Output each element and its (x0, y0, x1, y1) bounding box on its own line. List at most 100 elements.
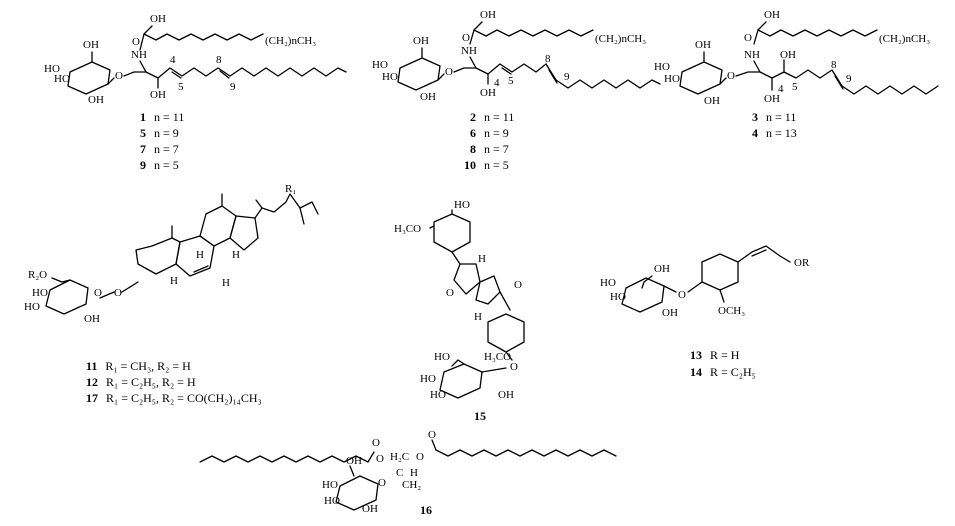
svg-text:1n = 11: 1n = 11 (140, 110, 184, 124)
acyl-chain-label: (CH₂)nCH₃ (879, 33, 930, 45)
sphingoid-chain (453, 63, 661, 89)
ester-o-label-2: O (416, 451, 424, 463)
svg-text:14R = C₂H₅: 14R = C₂H₅ (690, 365, 756, 379)
position-9: 9 (564, 71, 570, 83)
furan-ring-2 (475, 275, 501, 305)
ho-label: HO (32, 287, 48, 299)
svg-text:16: 16 (420, 503, 432, 517)
svg-text:3n = 11: 3n = 11 (752, 110, 796, 124)
lignan-glucoside-caption: 15 (474, 409, 486, 423)
glucose-ring (67, 61, 111, 95)
ho-label: HO (600, 277, 616, 289)
furan-o-label-1: O (446, 287, 454, 299)
nh-label: NH (461, 45, 477, 57)
side-chain (254, 193, 319, 219)
acyl-chain-left (199, 455, 369, 463)
acyl-chain-label: (CH₂)nCH₃ (595, 33, 646, 45)
carbonyl-o-label-1: O (372, 437, 380, 449)
svg-text:9n = 5: 9n = 5 (140, 158, 179, 172)
sugar-ho-label: HO (44, 63, 60, 75)
or-label: OR (794, 257, 810, 269)
ch2-label: CH₂ (402, 479, 421, 491)
methoxy-label-1: H₃CO (394, 223, 421, 235)
oh-label: OH (480, 9, 496, 21)
phytosphingoid-chain (735, 69, 939, 95)
ring-o-label: O (94, 287, 102, 299)
sphingoid-chain (123, 67, 347, 79)
carbonyl-o-label-2: O (428, 429, 436, 441)
oh-label: OH (346, 455, 362, 467)
position-9: 9 (846, 73, 852, 85)
sugar-ho-label-2: HO (382, 71, 398, 83)
acyl-chain-right (435, 449, 617, 457)
sugar-ho-label: HO (654, 61, 670, 73)
ho-label-2: HO (24, 301, 40, 313)
position-5: 5 (178, 81, 184, 93)
ho-label-2: HO (610, 291, 626, 303)
h-label: H (410, 467, 418, 479)
oh-label: OH (84, 313, 100, 325)
position-4: 4 (170, 54, 176, 66)
glycosidic-o-label: O (445, 66, 453, 78)
ho-label: HO (454, 199, 470, 211)
carbonyl-o-label: O (462, 32, 470, 44)
c-label: C (396, 467, 403, 479)
aryl-o-label: O (510, 361, 518, 373)
glucose-ring (45, 279, 89, 315)
oh-label: OH (654, 263, 670, 275)
sugar-oh-label: OH (83, 39, 99, 51)
h-label-17: H (222, 277, 230, 289)
r2o-label: R₂O (28, 269, 47, 281)
ring-b (175, 235, 215, 277)
methoxy-label-2: H₃CO (484, 351, 511, 363)
position-4: 4 (494, 77, 500, 89)
oh-label-2: OH (662, 307, 678, 319)
position-8: 8 (545, 53, 551, 65)
cerebroside-3-structure: OH (CH₂)nCH₃ O NH OH HO HO OH O OH OH 4 … (654, 9, 939, 107)
sugar-ho-label: HO (372, 59, 388, 71)
furan-ring-1 (453, 263, 481, 295)
aryl-ring (701, 253, 739, 291)
c3-oh-label: OH (150, 89, 166, 101)
sugar-oh-label: OH (413, 35, 429, 47)
h2c-label: H₂C (390, 451, 409, 463)
glycerolipid-caption: 16 (420, 503, 432, 517)
ho-label-2: HO (434, 351, 450, 363)
svg-text:7n = 7: 7n = 7 (140, 142, 179, 156)
oh-label: OH (764, 9, 780, 21)
sugar-oh-label-3: OH (704, 95, 720, 107)
svg-text:2n = 11: 2n = 11 (470, 110, 514, 124)
sugar-ho-label-2: HO (664, 73, 680, 85)
ring-a (135, 237, 181, 275)
glucose-ring (439, 363, 483, 399)
oh-label: OH (498, 389, 514, 401)
galactose-ring (335, 475, 379, 511)
glycosidic-o-label: O (727, 70, 735, 82)
oh-label-2: OH (362, 503, 378, 515)
c3-oh-label: OH (480, 87, 496, 99)
svg-text:6n = 9: 6n = 9 (470, 126, 509, 140)
glycerolipid-structure: O O H₂C O O C H O CH₂ OH HO HO OH (199, 429, 617, 515)
ether-o-label: O (378, 477, 386, 489)
sugar-oh-label-3: OH (88, 94, 104, 106)
c3-oh-label: OH (764, 93, 780, 105)
h-label-2: H (474, 311, 482, 323)
position-5: 5 (508, 75, 514, 87)
aryl-ring-2 (487, 313, 525, 353)
sugar-ho-label-2: HO (54, 73, 70, 85)
glucose-ring (679, 61, 723, 95)
glycosidic-o-label: O (678, 289, 686, 301)
svg-text:13R = H: 13R = H (690, 348, 740, 362)
svg-text:15: 15 (474, 409, 486, 423)
sugar-oh-label-3: OH (420, 91, 436, 103)
ho-label-3: HO (420, 373, 436, 385)
c4-oh-label: OH (780, 49, 796, 61)
h-label-14: H (232, 249, 240, 261)
sterol-glucoside-structure: R₁ H H H H O R₂O HO HO OH O (24, 183, 319, 325)
glucose-ring (621, 277, 665, 313)
propenyl-chain (737, 245, 791, 263)
